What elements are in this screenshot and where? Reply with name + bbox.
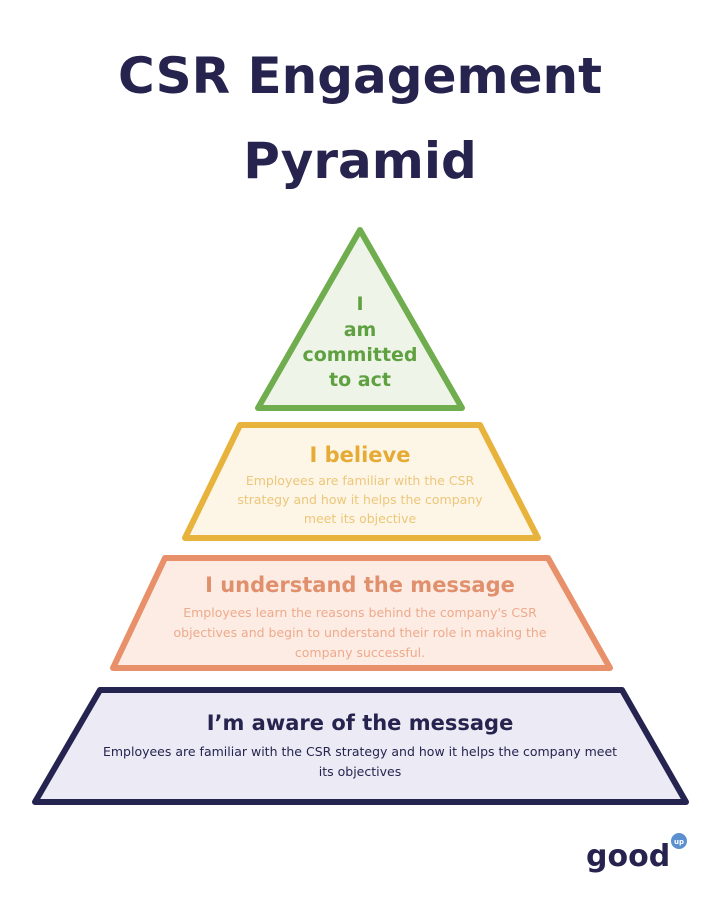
title-line-1: CSR Engagement [118,47,602,105]
level-4-desc-1: Employees are familiar with the CSR stra… [103,744,617,759]
pyramid-level-believe: I believe Employees are familiar with th… [182,422,541,541]
level-3-desc-2: objectives and begin to understand their… [173,625,546,640]
level-1-line-2: am [344,319,377,341]
goodup-logo: good up [586,833,687,874]
trapezoid-shape [32,687,689,805]
pyramid-level-aware: I’m aware of the message Employees are f… [32,687,689,805]
level-2-desc-1: Employees are familiar with the CSR [246,473,475,488]
pyramid-level-committed: I am committed to act [255,227,465,411]
level-1-line-1: I [356,293,363,315]
level-3-desc-1: Employees learn the reasons behind the c… [183,605,537,620]
trapezoid-shape [110,555,613,671]
level-2-desc-3: meet its objective [304,511,417,526]
title-line-2: Pyramid [243,132,477,190]
level-2-heading: I believe [310,443,411,467]
trapezoid-shape [182,422,541,541]
logo-badge-icon [671,833,687,849]
logo-text: good [586,839,670,874]
level-3-desc-3: company successful. [295,645,425,660]
triangle-shape [255,227,465,411]
level-2-desc-2: strategy and how it helps the company [237,492,483,507]
logo-badge-text: up [674,838,684,846]
level-4-heading: I’m aware of the message [207,711,514,735]
level-1-line-4: to act [329,369,391,391]
level-1-line-3: committed [302,344,417,366]
level-4-desc-2: its objectives [319,764,401,779]
level-3-heading: I understand the message [205,573,515,597]
pyramid-level-understand: I understand the message Employees learn… [110,555,613,671]
